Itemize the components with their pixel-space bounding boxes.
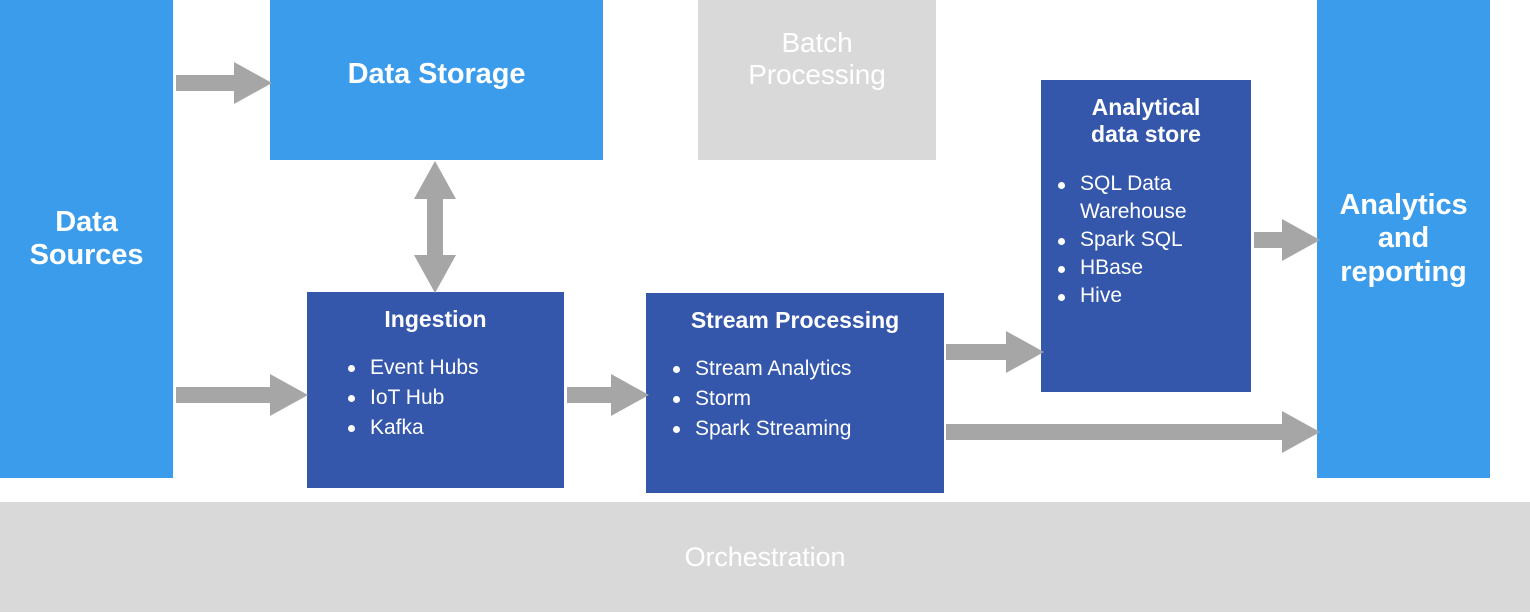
node-analytics-and-reporting-label: Analytics and reporting (1339, 189, 1468, 288)
arrow-stream-processing-to-analytics (946, 411, 1320, 453)
list-item: Stream Analytics (664, 354, 944, 384)
node-analytical-data-store-label: Analytical data store (1091, 94, 1201, 148)
list-item: SQL Data Warehouse (1049, 170, 1251, 226)
node-batch-processing[interactable]: Batch Processing (698, 0, 936, 160)
node-data-storage-label: Data Storage (347, 58, 526, 90)
list-item: IoT Hub (339, 383, 564, 413)
list-item: Storm (664, 384, 944, 414)
node-ingestion-label: Ingestion (384, 306, 487, 332)
arrow-data-storage-ingestion-bidirectional (414, 161, 456, 293)
list-item: HBase (1049, 254, 1251, 282)
list-item: Spark Streaming (664, 414, 944, 444)
node-stream-processing[interactable]: Stream Processing Stream Analytics Storm… (646, 293, 944, 493)
list-item: Spark SQL (1049, 226, 1251, 254)
node-stream-processing-label: Stream Processing (690, 307, 900, 333)
arrow-stream-processing-to-analytical-data-store (946, 331, 1044, 373)
node-analytical-data-store[interactable]: Analytical data store SQL Data Warehouse… (1041, 80, 1251, 392)
arrow-analytical-data-store-to-analytics (1254, 219, 1320, 261)
list-item: Kafka (339, 413, 564, 443)
node-batch-processing-label: Batch Processing (748, 27, 886, 90)
node-analytical-data-store-list: SQL Data Warehouse Spark SQL HBase Hive (1041, 170, 1251, 310)
arrow-data-sources-to-data-storage (176, 62, 272, 104)
node-stream-processing-list: Stream Analytics Storm Spark Streaming (646, 354, 944, 444)
node-data-storage[interactable]: Data Storage (270, 0, 603, 160)
list-item: Hive (1049, 282, 1251, 310)
node-orchestration-label: Orchestration (684, 541, 846, 572)
list-item: Event Hubs (339, 353, 564, 383)
node-analytics-and-reporting[interactable]: Analytics and reporting (1317, 0, 1490, 478)
node-orchestration[interactable]: Orchestration (0, 502, 1530, 612)
arrow-data-sources-to-ingestion (176, 374, 308, 416)
node-data-sources[interactable]: Data Sources (0, 0, 173, 478)
node-ingestion-list: Event Hubs IoT Hub Kafka (307, 353, 564, 443)
node-ingestion[interactable]: Ingestion Event Hubs IoT Hub Kafka (307, 292, 564, 488)
node-data-sources-label: Data Sources (29, 205, 144, 271)
arrow-ingestion-to-stream-processing (567, 374, 649, 416)
